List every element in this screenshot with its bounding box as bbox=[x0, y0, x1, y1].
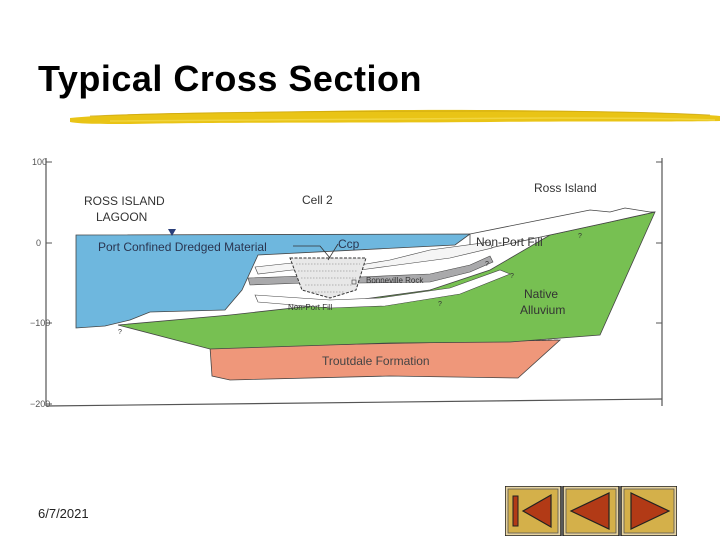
uncertain-mark: ? bbox=[118, 329, 122, 336]
axis-label-minus-200: −200 bbox=[30, 399, 50, 409]
ross-island-label: Ross Island bbox=[534, 181, 597, 195]
previous-slide-button[interactable] bbox=[563, 486, 619, 536]
non-port-fill-lower-label: Non-Port Fill bbox=[288, 303, 333, 312]
first-slide-button[interactable] bbox=[505, 486, 561, 536]
cell-2-label: Cell 2 bbox=[302, 193, 333, 207]
uncertain-mark: ? bbox=[485, 261, 489, 268]
native-alluvium-label-2: Alluvium bbox=[520, 303, 565, 317]
uncertain-mark: ? bbox=[510, 273, 514, 280]
slide-title: Typical Cross Section bbox=[38, 58, 422, 100]
ross-island-lagoon-label-2: LAGOON bbox=[96, 210, 147, 224]
non-port-fill-right-label: Non-Port Fill bbox=[476, 235, 543, 249]
axis-label-0: 0 bbox=[36, 238, 41, 248]
axis-label-100: 100 bbox=[32, 157, 47, 167]
cross-section-diagram: 100 0 −100 −200 ROSS ISLAND LAGOON Cell … bbox=[30, 150, 670, 415]
axis-label-minus-100: −100 bbox=[30, 318, 50, 328]
ccp-label: Ccp bbox=[338, 237, 360, 251]
bottom-axis bbox=[46, 399, 662, 406]
dredged-material-label: Port Confined Dredged Material bbox=[98, 240, 267, 254]
uncertain-mark: ? bbox=[578, 233, 582, 240]
bonneville-rock-label: Bonneville Rock bbox=[366, 276, 424, 285]
ross-island-lagoon-label: ROSS ISLAND bbox=[84, 194, 165, 208]
troutdale-formation-label: Troutdale Formation bbox=[322, 354, 430, 368]
slide-date: 6/7/2021 bbox=[38, 506, 89, 521]
native-alluvium-label: Native bbox=[524, 287, 558, 301]
first-bar-icon bbox=[513, 496, 518, 526]
title-underline-bar bbox=[70, 104, 720, 128]
slide-navigation bbox=[505, 486, 677, 536]
uncertain-mark: ? bbox=[438, 301, 442, 308]
next-slide-button[interactable] bbox=[621, 486, 677, 536]
